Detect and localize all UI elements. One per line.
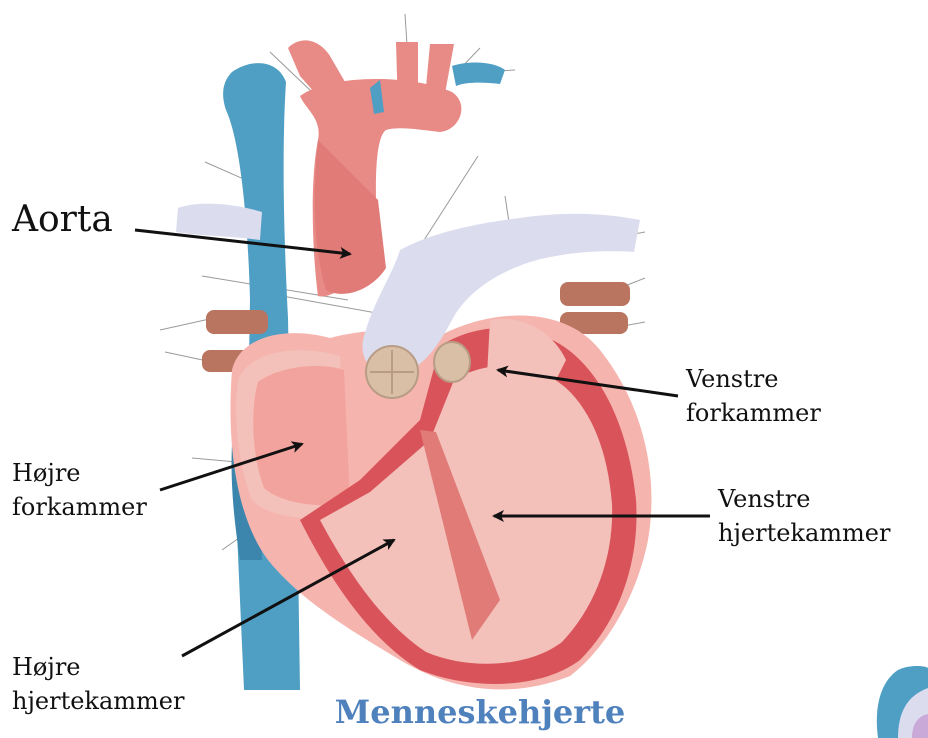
label-right-atrium-line2: forkammer	[12, 490, 147, 524]
label-aorta: Aorta	[12, 198, 113, 242]
label-left-ventricle-line1: Venstre	[718, 482, 890, 516]
label-right-atrium: Højre forkammer	[12, 456, 147, 524]
label-right-ventricle-line2: hjertekammer	[12, 684, 184, 718]
diagram-caption: Menneskehjerte	[260, 690, 700, 734]
arrow-aorta	[135, 230, 350, 254]
label-left-ventricle: Venstre hjertekammer	[718, 482, 890, 550]
arrow-right-atrium	[160, 444, 302, 490]
corner-vessel-fragment	[868, 658, 928, 738]
label-right-ventricle: Højre hjertekammer	[12, 650, 184, 718]
label-right-ventricle-line1: Højre	[12, 650, 184, 684]
arrow-left-atrium	[498, 370, 678, 396]
label-left-atrium: Venstre forkammer	[686, 362, 821, 430]
label-aorta-text: Aorta	[12, 198, 113, 242]
label-left-atrium-line2: forkammer	[686, 396, 821, 430]
label-left-ventricle-line2: hjertekammer	[718, 516, 890, 550]
label-right-atrium-line1: Højre	[12, 456, 147, 490]
arrow-right-ventricle	[182, 540, 394, 656]
label-left-atrium-line1: Venstre	[686, 362, 821, 396]
